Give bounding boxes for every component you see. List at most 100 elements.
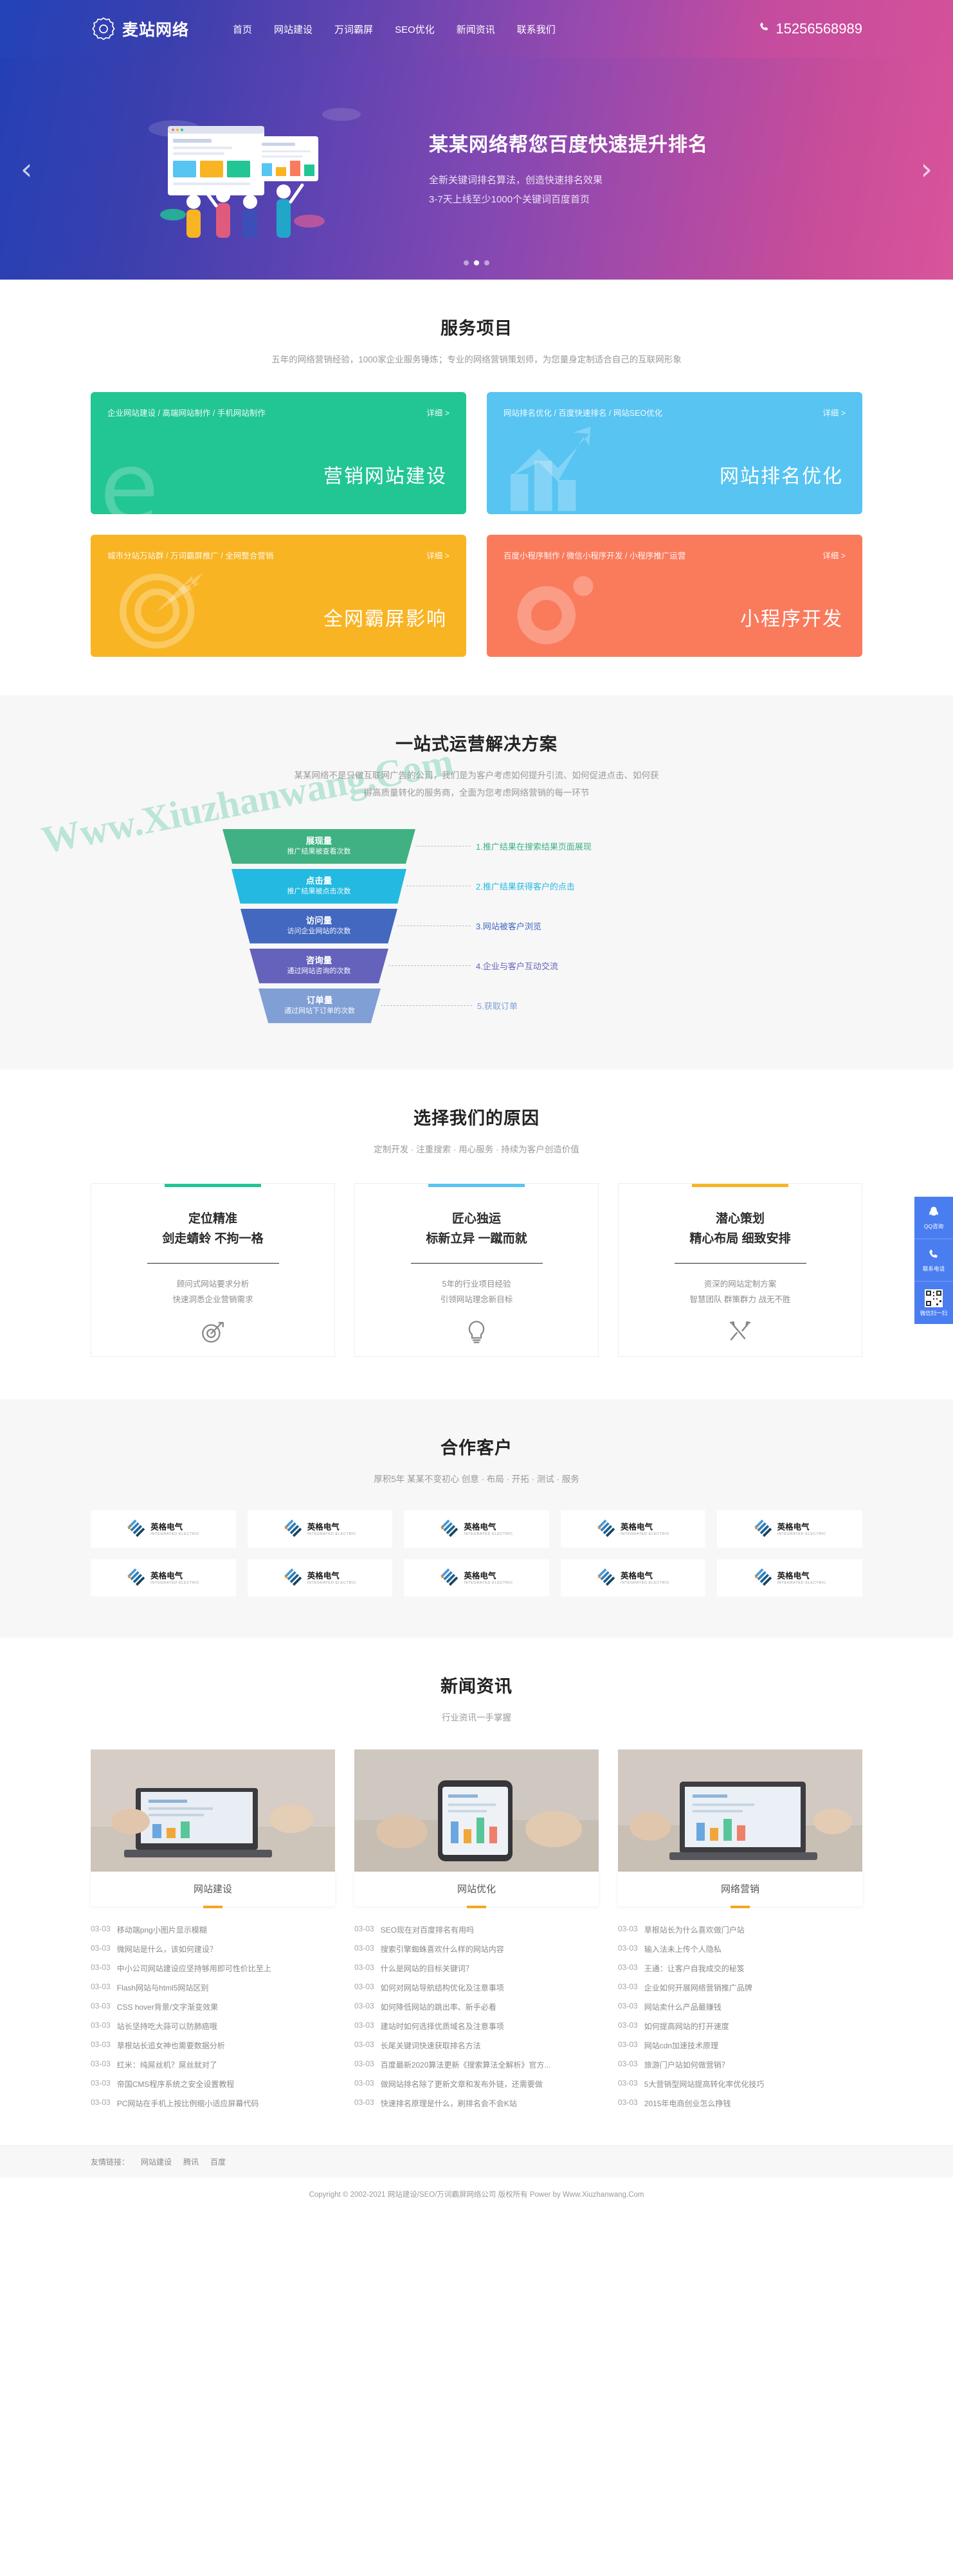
service-card-seo[interactable]: 网站排名优化 / 百度快速排名 / 网站SEO优化 详细 > 网站排名优化 <box>487 392 862 515</box>
news-thumbnail[interactable] <box>91 1749 335 1872</box>
service-card-website[interactable]: 企业网站建设 / 高端网站制作 / 手机网站制作 详细 > e 营销网站建设 <box>91 392 466 515</box>
side-button-phone[interactable]: 联系电话 <box>914 1239 953 1282</box>
news-item-date: 03-03 <box>91 2040 111 2050</box>
client-logo-icon <box>127 1567 146 1589</box>
funnel-row: 咨询量 通过网站咨询的次数 4.企业与客户互动交流 <box>222 947 731 985</box>
news-thumbnail[interactable] <box>354 1749 599 1872</box>
carousel-prev-icon[interactable]: ‹ <box>21 151 33 186</box>
news-subtitle: 行业资讯一手掌握 <box>442 1713 511 1723</box>
service-card-more-link[interactable]: 详细 > <box>822 409 846 418</box>
divider <box>674 1262 806 1264</box>
service-card-more-link[interactable]: 详细 > <box>822 551 846 561</box>
services-card-list: 企业网站建设 / 高端网站制作 / 手机网站制作 详细 > e 营销网站建设 网… <box>91 392 862 657</box>
funnel-stage-name: 咨询量 <box>305 956 332 966</box>
site-logo[interactable]: 麦站网络 <box>91 16 189 42</box>
carousel-dot-1[interactable] <box>464 260 469 265</box>
service-card-keyword[interactable]: 城市分站万站群 / 万词霸屏推广 / 全网整合营销 详细 > 全网霸屏影响 <box>91 535 466 657</box>
friend-link-tencent[interactable]: 腾讯 <box>183 2157 199 2167</box>
carousel-dot-3[interactable] <box>484 260 489 265</box>
news-item-title: 企业如何开展网络营销推广品牌 <box>644 1983 752 1993</box>
nav-item-home[interactable]: 首页 <box>233 24 253 35</box>
service-card-miniapp[interactable]: 百度小程序制作 / 微信小程序开发 / 小程序推广运营 详细 > 小程序开发 <box>487 535 862 657</box>
news-list-item[interactable]: 03-03 搜索引擎蜘蛛喜欢什么样的网站内容 <box>354 1940 599 1959</box>
header-phone[interactable]: 15256568989 <box>758 21 862 37</box>
carousel-dot-2[interactable] <box>474 260 479 265</box>
news-thumbnail[interactable] <box>618 1749 862 1872</box>
news-item-date: 03-03 <box>91 1924 111 1934</box>
reason-card-planning[interactable]: 潜心策划 精心布局 细致安排 资深的网站定制方案 智慧团队 群策群力 战无不胜 <box>618 1183 862 1357</box>
service-card-more-link[interactable]: 详细 > <box>426 409 449 418</box>
service-card-title: 小程序开发 <box>740 609 843 631</box>
nav-item-webdev[interactable]: 网站建设 <box>274 24 313 35</box>
service-card-more-link[interactable]: 详细 > <box>426 551 449 561</box>
nav-item-contact[interactable]: 联系我们 <box>516 24 556 35</box>
side-button-qq[interactable]: QQ咨询 <box>914 1197 953 1239</box>
client-name-en: INTEGRATED ELECTRIC <box>150 1532 200 1536</box>
news-item-date: 03-03 <box>354 1944 374 1953</box>
reason-card-craft[interactable]: 匠心独运 标新立异 一蹴而就 5年的行业项目经验 引领网站理念新目标 <box>354 1183 599 1357</box>
news-column-caption[interactable]: 网站优化 <box>354 1871 599 1906</box>
nav-item-keywords[interactable]: 万词霸屏 <box>334 24 374 35</box>
friend-link-webdev[interactable]: 网站建设 <box>141 2157 172 2167</box>
news-item-date: 03-03 <box>618 1963 638 1972</box>
funnel-stage-name: 点击量 <box>305 876 332 886</box>
nav-item-seo[interactable]: SEO优化 <box>395 24 435 35</box>
nav-item-news[interactable]: 新闻资讯 <box>456 24 495 35</box>
news-title: 新闻资讯 <box>440 1677 513 1697</box>
news-item-title: 2015年电商创业怎么挣钱 <box>644 2099 731 2109</box>
news-column-caption[interactable]: 网络营销 <box>618 1871 862 1906</box>
side-button-wechat-qr[interactable]: 微信扫一扫 <box>914 1282 953 1324</box>
solution-section: Www.Xiuzhanwang.Com 一站式运营解决方案 某某网络不是只做互联… <box>0 695 953 1069</box>
divider <box>410 1262 543 1264</box>
service-card-title: 网站排名优化 <box>720 466 843 488</box>
news-item-title: 做网站排名除了更新文章和发布外链，还需要做 <box>380 2080 543 2089</box>
news-item-title: 搜索引擎蜘蛛喜欢什么样的网站内容 <box>380 1945 504 1954</box>
friend-link-baidu[interactable]: 百度 <box>210 2157 226 2167</box>
hero-banner: 某某网络帮您百度快速提升排名 全新关键词排名算法，创造快速排名效果 3-7天上线… <box>0 58 953 280</box>
carousel-next-icon[interactable]: › <box>920 151 932 186</box>
reason-card-positioning[interactable]: 定位精准 剑走蜻蛉 不拘一格 顾问式网站要求分析 快速洞悉企业营销需求 <box>91 1183 335 1357</box>
news-column-caption[interactable]: 网站建设 <box>91 1871 335 1906</box>
